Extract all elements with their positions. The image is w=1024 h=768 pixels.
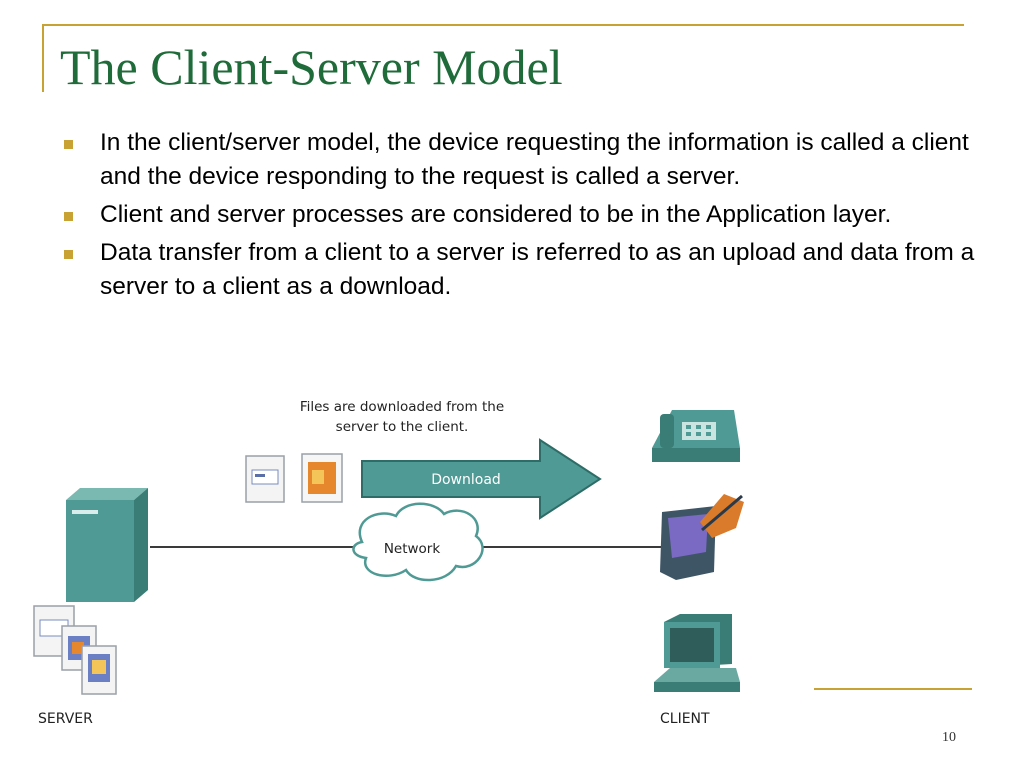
- frame-top-rule: [42, 24, 964, 26]
- file-icon: [81, 645, 117, 695]
- diagram-caption-line1: Files are downloaded from the: [300, 399, 504, 415]
- network-cloud-label: Network: [384, 541, 441, 557]
- computer-icon: [654, 614, 740, 692]
- file-icon: [245, 455, 285, 503]
- diagram-caption-line2: server to the client.: [336, 419, 469, 435]
- network-cloud-icon: Network: [352, 502, 484, 582]
- bullet-text: Data transfer from a client to a server …: [100, 239, 975, 300]
- pda-icon: [660, 494, 744, 580]
- bullet-item: Data transfer from a client to a server …: [62, 236, 982, 304]
- bullet-list: In the client/server model, the device r…: [62, 126, 982, 308]
- client-server-diagram: Files are downloaded from the server to …: [33, 399, 744, 727]
- slide-title: The Client-Server Model: [60, 39, 563, 95]
- frame-left-rule: [42, 24, 44, 92]
- bullet-item: In the client/server model, the device r…: [62, 126, 982, 194]
- server-label: SERVER: [38, 711, 93, 727]
- bullet-text: Client and server processes are consider…: [100, 201, 892, 228]
- bullet-text: In the client/server model, the device r…: [100, 129, 969, 190]
- bullet-marker-icon: [64, 140, 73, 149]
- download-arrow-icon: Download: [361, 438, 602, 520]
- bullet-item: Client and server processes are consider…: [62, 198, 982, 232]
- file-icon: [301, 453, 343, 503]
- bullet-marker-icon: [64, 250, 73, 259]
- page-number: 10: [942, 730, 956, 745]
- server-icon: [66, 488, 148, 602]
- phone-icon: [652, 410, 740, 462]
- bullet-marker-icon: [64, 212, 73, 221]
- download-arrow-label: Download: [431, 472, 501, 488]
- footer-rule: [814, 688, 972, 690]
- client-label: CLIENT: [660, 711, 710, 727]
